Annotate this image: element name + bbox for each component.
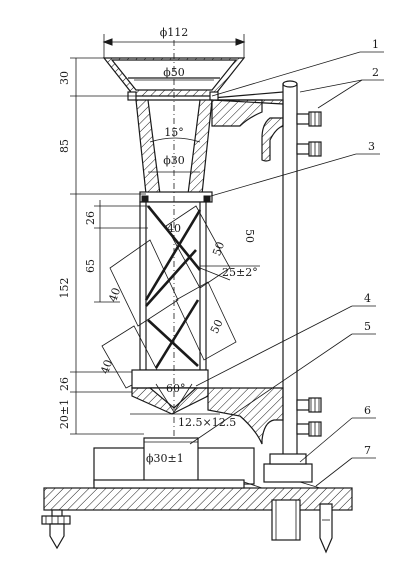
- dim-plate-c: 50: [243, 229, 256, 243]
- dim-cup-dia: ϕ30±1: [146, 452, 184, 465]
- callout-3: 3: [368, 140, 375, 153]
- dim-cone-angle: 15°: [164, 126, 184, 139]
- dim-h-tube: 152: [58, 278, 71, 299]
- cup-holder: [93, 437, 255, 485]
- upper-clamp-screws: [296, 111, 322, 157]
- base-plate: [43, 479, 353, 511]
- main-tube: [139, 201, 207, 371]
- callout-5: 5: [364, 320, 371, 333]
- dim-plate-a: 40: [167, 222, 181, 235]
- dim-h-gap: 20±1: [58, 399, 71, 429]
- column-nut: [263, 453, 313, 483]
- leveling-feet: [41, 499, 333, 554]
- dim-h-cone: 85: [58, 139, 71, 153]
- cone-flange: [139, 191, 213, 203]
- callout-2: 2: [372, 66, 379, 79]
- dim-h-sub-a: 26: [84, 211, 97, 225]
- dim-h-base: 26: [58, 377, 71, 391]
- callout-leaders: [189, 51, 384, 487]
- lower-arm: [207, 387, 284, 445]
- plate-dimension-boxes: [101, 205, 260, 389]
- stand-column: [282, 80, 298, 465]
- dim-bottom-angle: 60°: [166, 382, 186, 395]
- dim-plate-f: 50: [208, 317, 226, 335]
- dim-plate-d: 40: [106, 286, 123, 304]
- lower-clamp-screws: [296, 397, 322, 437]
- top-funnel: [102, 34, 246, 101]
- upper-arm: [211, 91, 284, 162]
- tube-bottom-funnel: [131, 369, 209, 415]
- dim-mid-width: ϕ50: [163, 66, 185, 79]
- dim-plate-b: 50: [210, 240, 227, 258]
- callout-1: 1: [372, 38, 379, 51]
- dimension-lines: [70, 38, 246, 435]
- dim-throat-width: ϕ30: [163, 154, 185, 167]
- callout-4: 4: [364, 292, 371, 305]
- dim-top-width: ϕ112: [160, 26, 189, 39]
- callout-6: 6: [364, 404, 371, 417]
- dim-plate-angle: 25±2°: [222, 266, 258, 279]
- dim-orifice: 12.5×12.5: [178, 416, 236, 429]
- dim-plate-e: 40: [98, 358, 115, 376]
- dim-h-sub-b: 65: [84, 259, 97, 273]
- callout-7: 7: [364, 444, 371, 457]
- dim-h-top: 30: [58, 71, 71, 85]
